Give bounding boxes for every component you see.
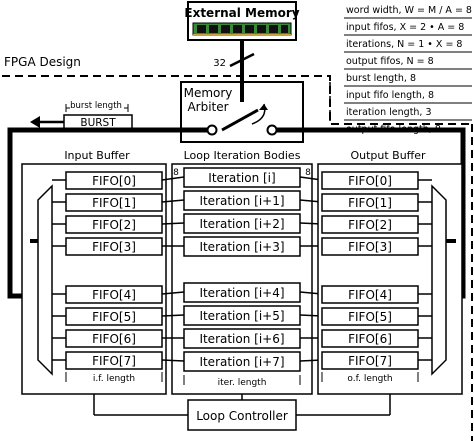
output-fifo-1-label: FIFO[1] <box>348 196 392 210</box>
output-fifo-7-label: FIFO[7] <box>348 354 392 368</box>
param-2: iterations, N = 1 • X = 8 <box>346 39 462 50</box>
input-fifo-0-label: FIFO[0] <box>92 174 136 188</box>
input-fifo-4-label: FIFO[4] <box>92 288 136 302</box>
input-buffer: Input Buffer FIFO[0] FIFO[1] FIFO[2] FIF… <box>21 149 167 395</box>
iteration-0-label: Iteration [i] <box>208 171 275 185</box>
output-mux <box>431 184 447 376</box>
loop-iteration-bodies: Loop Iteration Bodies 8 8 Iteration [i] … <box>161 149 323 395</box>
external-memory-block: External Memory <box>184 1 300 41</box>
input-fifo-1-label: FIFO[1] <box>92 196 136 210</box>
loop-controller-label: Loop Controller <box>196 409 288 423</box>
param-0: word width, W = M / A = 8 <box>346 5 472 16</box>
arbiter-label-line2: Arbiter <box>187 100 228 114</box>
output-buffer-title: Output Buffer <box>350 149 426 162</box>
fpga-design-title: FPGA Design <box>4 55 81 69</box>
output-fifo-4-label: FIFO[4] <box>348 288 392 302</box>
input-fifos: FIFO[0] FIFO[1] FIFO[2] FIFO[3] FIFO[4] … <box>65 171 163 370</box>
iteration-6-label: Iteration [i+6] <box>199 332 284 346</box>
burst-box-label: BURST <box>80 117 116 129</box>
parameters-list: word width, W = M / A = 8 input fifos, X… <box>329 5 472 135</box>
bus-width-label: 32 <box>213 58 226 69</box>
output-fifo-6-label: FIFO[6] <box>348 332 392 346</box>
iteration-1-label: Iteration [i+1] <box>199 194 284 208</box>
input-demux <box>37 184 53 376</box>
input-fifo-length-label: i.f. length <box>93 374 135 384</box>
output-fifo-0-label: FIFO[0] <box>348 174 392 188</box>
loop-bodies-title: Loop Iteration Bodies <box>184 149 301 162</box>
burst-indicator: burst length BURST <box>63 101 133 131</box>
iteration-2-label: Iteration [i+2] <box>199 217 284 231</box>
switch-icon <box>206 82 278 136</box>
input-fifo-2-label: FIFO[2] <box>92 218 136 232</box>
param-1: input fifos, X = 2 • A = 8 <box>346 22 464 33</box>
input-fifo-3-label: FIFO[3] <box>92 240 136 254</box>
loop-controller: Loop Controller <box>93 394 391 431</box>
iteration-boxes: Iteration [i] Iteration [i+1] Iteration … <box>183 167 301 372</box>
param-6: iteration length, 3 <box>346 107 432 118</box>
output-fifo-3-label: FIFO[3] <box>348 240 392 254</box>
iteration-length-label: iter. length <box>218 378 267 388</box>
iteration-5-label: Iteration [i+5] <box>199 309 284 323</box>
loop-width-right: 8 <box>305 168 311 178</box>
output-fifo-2-label: FIFO[2] <box>348 218 392 232</box>
arbiter-label-line1: Memory <box>184 86 233 100</box>
param-3: output fifos, N = 8 <box>346 56 434 67</box>
iteration-4-label: Iteration [i+4] <box>199 286 284 300</box>
output-buffer: Output Buffer FIFO[0] FIFO[1] FIFO[2] FI… <box>317 149 463 395</box>
iteration-connectors <box>161 176 323 362</box>
iteration-7 <box>183 351 301 372</box>
output-mux-connectors <box>418 179 432 361</box>
input-fifo-7-label: FIFO[7] <box>92 354 136 368</box>
param-4: burst length, 8 <box>346 73 416 84</box>
external-memory-label: External Memory <box>184 6 299 20</box>
burst-arrow <box>30 116 64 128</box>
memory-chip-icon <box>192 22 292 36</box>
iteration-7-label: Iteration [i+7] <box>199 355 284 369</box>
input-fifo-6-label: FIFO[6] <box>92 332 136 346</box>
iteration-3-label: Iteration [i+3] <box>199 240 284 254</box>
loop-width-left: 8 <box>173 168 179 178</box>
output-fifo-5-label: FIFO[5] <box>348 310 392 324</box>
input-buffer-title: Input Buffer <box>64 149 130 162</box>
memory-bus: 32 <box>213 40 255 82</box>
param-5: input fifo length, 8 <box>346 90 434 101</box>
input-fifo-5-label: FIFO[5] <box>92 310 136 324</box>
memory-arbiter: Memory Arbiter <box>180 81 304 143</box>
burst-length-label: burst length <box>70 101 122 111</box>
output-fifo-length-label: o.f. length <box>347 374 392 384</box>
input-demux-connectors <box>52 179 66 361</box>
